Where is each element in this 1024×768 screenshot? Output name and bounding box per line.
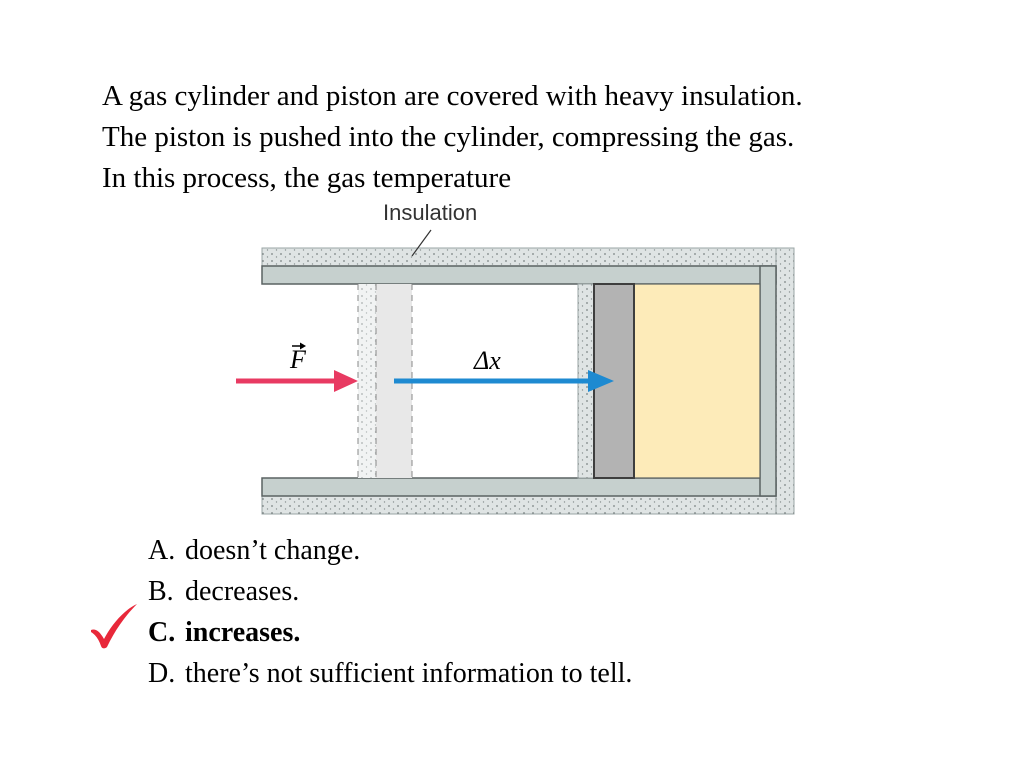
insulation-layer xyxy=(261,247,795,515)
option-a[interactable]: A. doesn’t change. xyxy=(148,530,632,571)
answer-options: A. doesn’t change. B. decreases. C. incr… xyxy=(148,530,632,694)
question-line: A gas cylinder and piston are covered wi… xyxy=(102,80,803,112)
option-b[interactable]: B. decreases. xyxy=(148,571,632,612)
option-text: there’s not sufficient information to te… xyxy=(185,658,633,689)
option-text: doesn’t change. xyxy=(185,535,361,566)
insulation-leader-line xyxy=(411,229,432,257)
question-line: In this process, the gas temperature xyxy=(102,162,512,194)
option-letter: C. xyxy=(148,617,176,648)
question-text: A gas cylinder and piston are covered wi… xyxy=(102,76,982,199)
question-line: The piston is pushed into the cylinder, … xyxy=(102,121,795,153)
checkmark-icon xyxy=(91,604,137,649)
force-label: F xyxy=(289,342,307,374)
displacement-label: Δx xyxy=(473,346,501,375)
option-letter: D. xyxy=(148,658,176,689)
vector-arrowhead-icon xyxy=(300,342,306,350)
option-c[interactable]: C. increases. xyxy=(148,612,632,653)
gas-region xyxy=(633,283,761,479)
option-letter: B. xyxy=(148,576,174,607)
force-arrow xyxy=(236,370,358,392)
option-text: increases. xyxy=(185,617,301,648)
svg-text:F: F xyxy=(289,345,307,374)
insulation-label: Insulation xyxy=(383,200,477,225)
displacement-arrow xyxy=(394,370,614,392)
option-letter: A. xyxy=(148,535,176,566)
cylinder-wall xyxy=(261,265,777,497)
option-d[interactable]: D. there’s not sufficient information to… xyxy=(148,653,632,694)
option-text: decreases. xyxy=(185,576,300,607)
